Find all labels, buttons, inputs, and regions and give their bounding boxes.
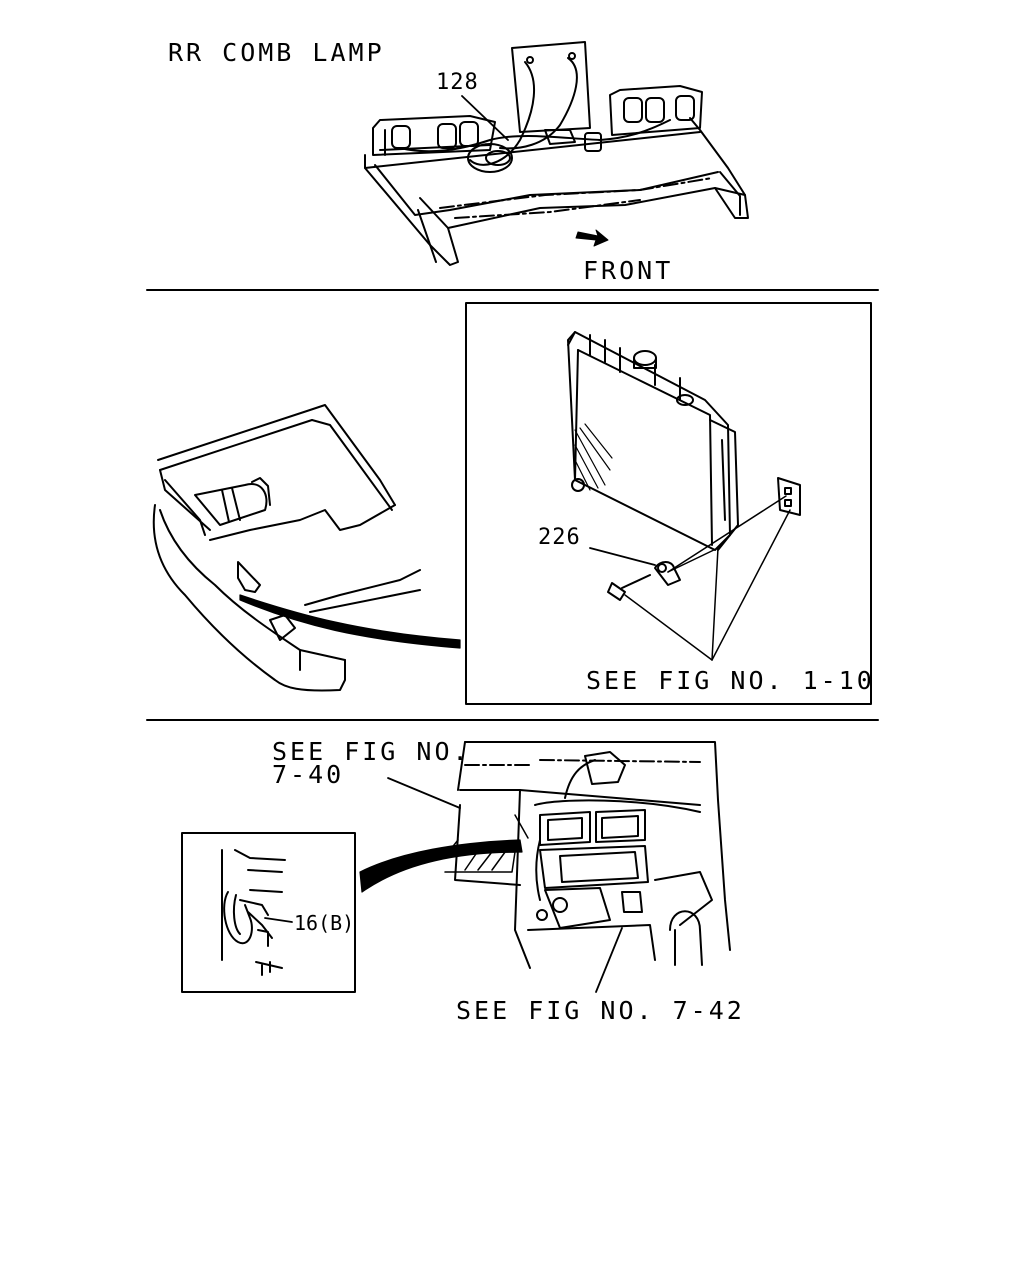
see-fig-7-40-line1: SEE FIG NO.: [272, 737, 471, 766]
rear-frame-illustration: [364, 41, 749, 266]
harness-inset-frame: [181, 832, 356, 993]
cab-floor-illustration: [359, 741, 731, 993]
radiator-inset-frame: [465, 302, 872, 705]
rr-comb-lamp-label: RR COMB LAMP: [168, 38, 385, 67]
front-body-illustration: [152, 404, 461, 692]
part-ref-226: 226: [538, 525, 581, 550]
see-fig-7-42-label: SEE FIG NO. 7-42: [456, 996, 745, 1025]
see-fig-1-10-label: SEE FIG NO. 1-10: [586, 666, 875, 695]
front-direction-label: FRONT: [583, 256, 674, 285]
part-ref-128: 128: [436, 70, 479, 95]
see-fig-7-40-line2: 7-40: [272, 760, 345, 789]
radiator-illustration: [567, 331, 801, 661]
harness-clip-illustration: [221, 849, 293, 976]
part-ref-16b: 16(B): [294, 911, 355, 935]
